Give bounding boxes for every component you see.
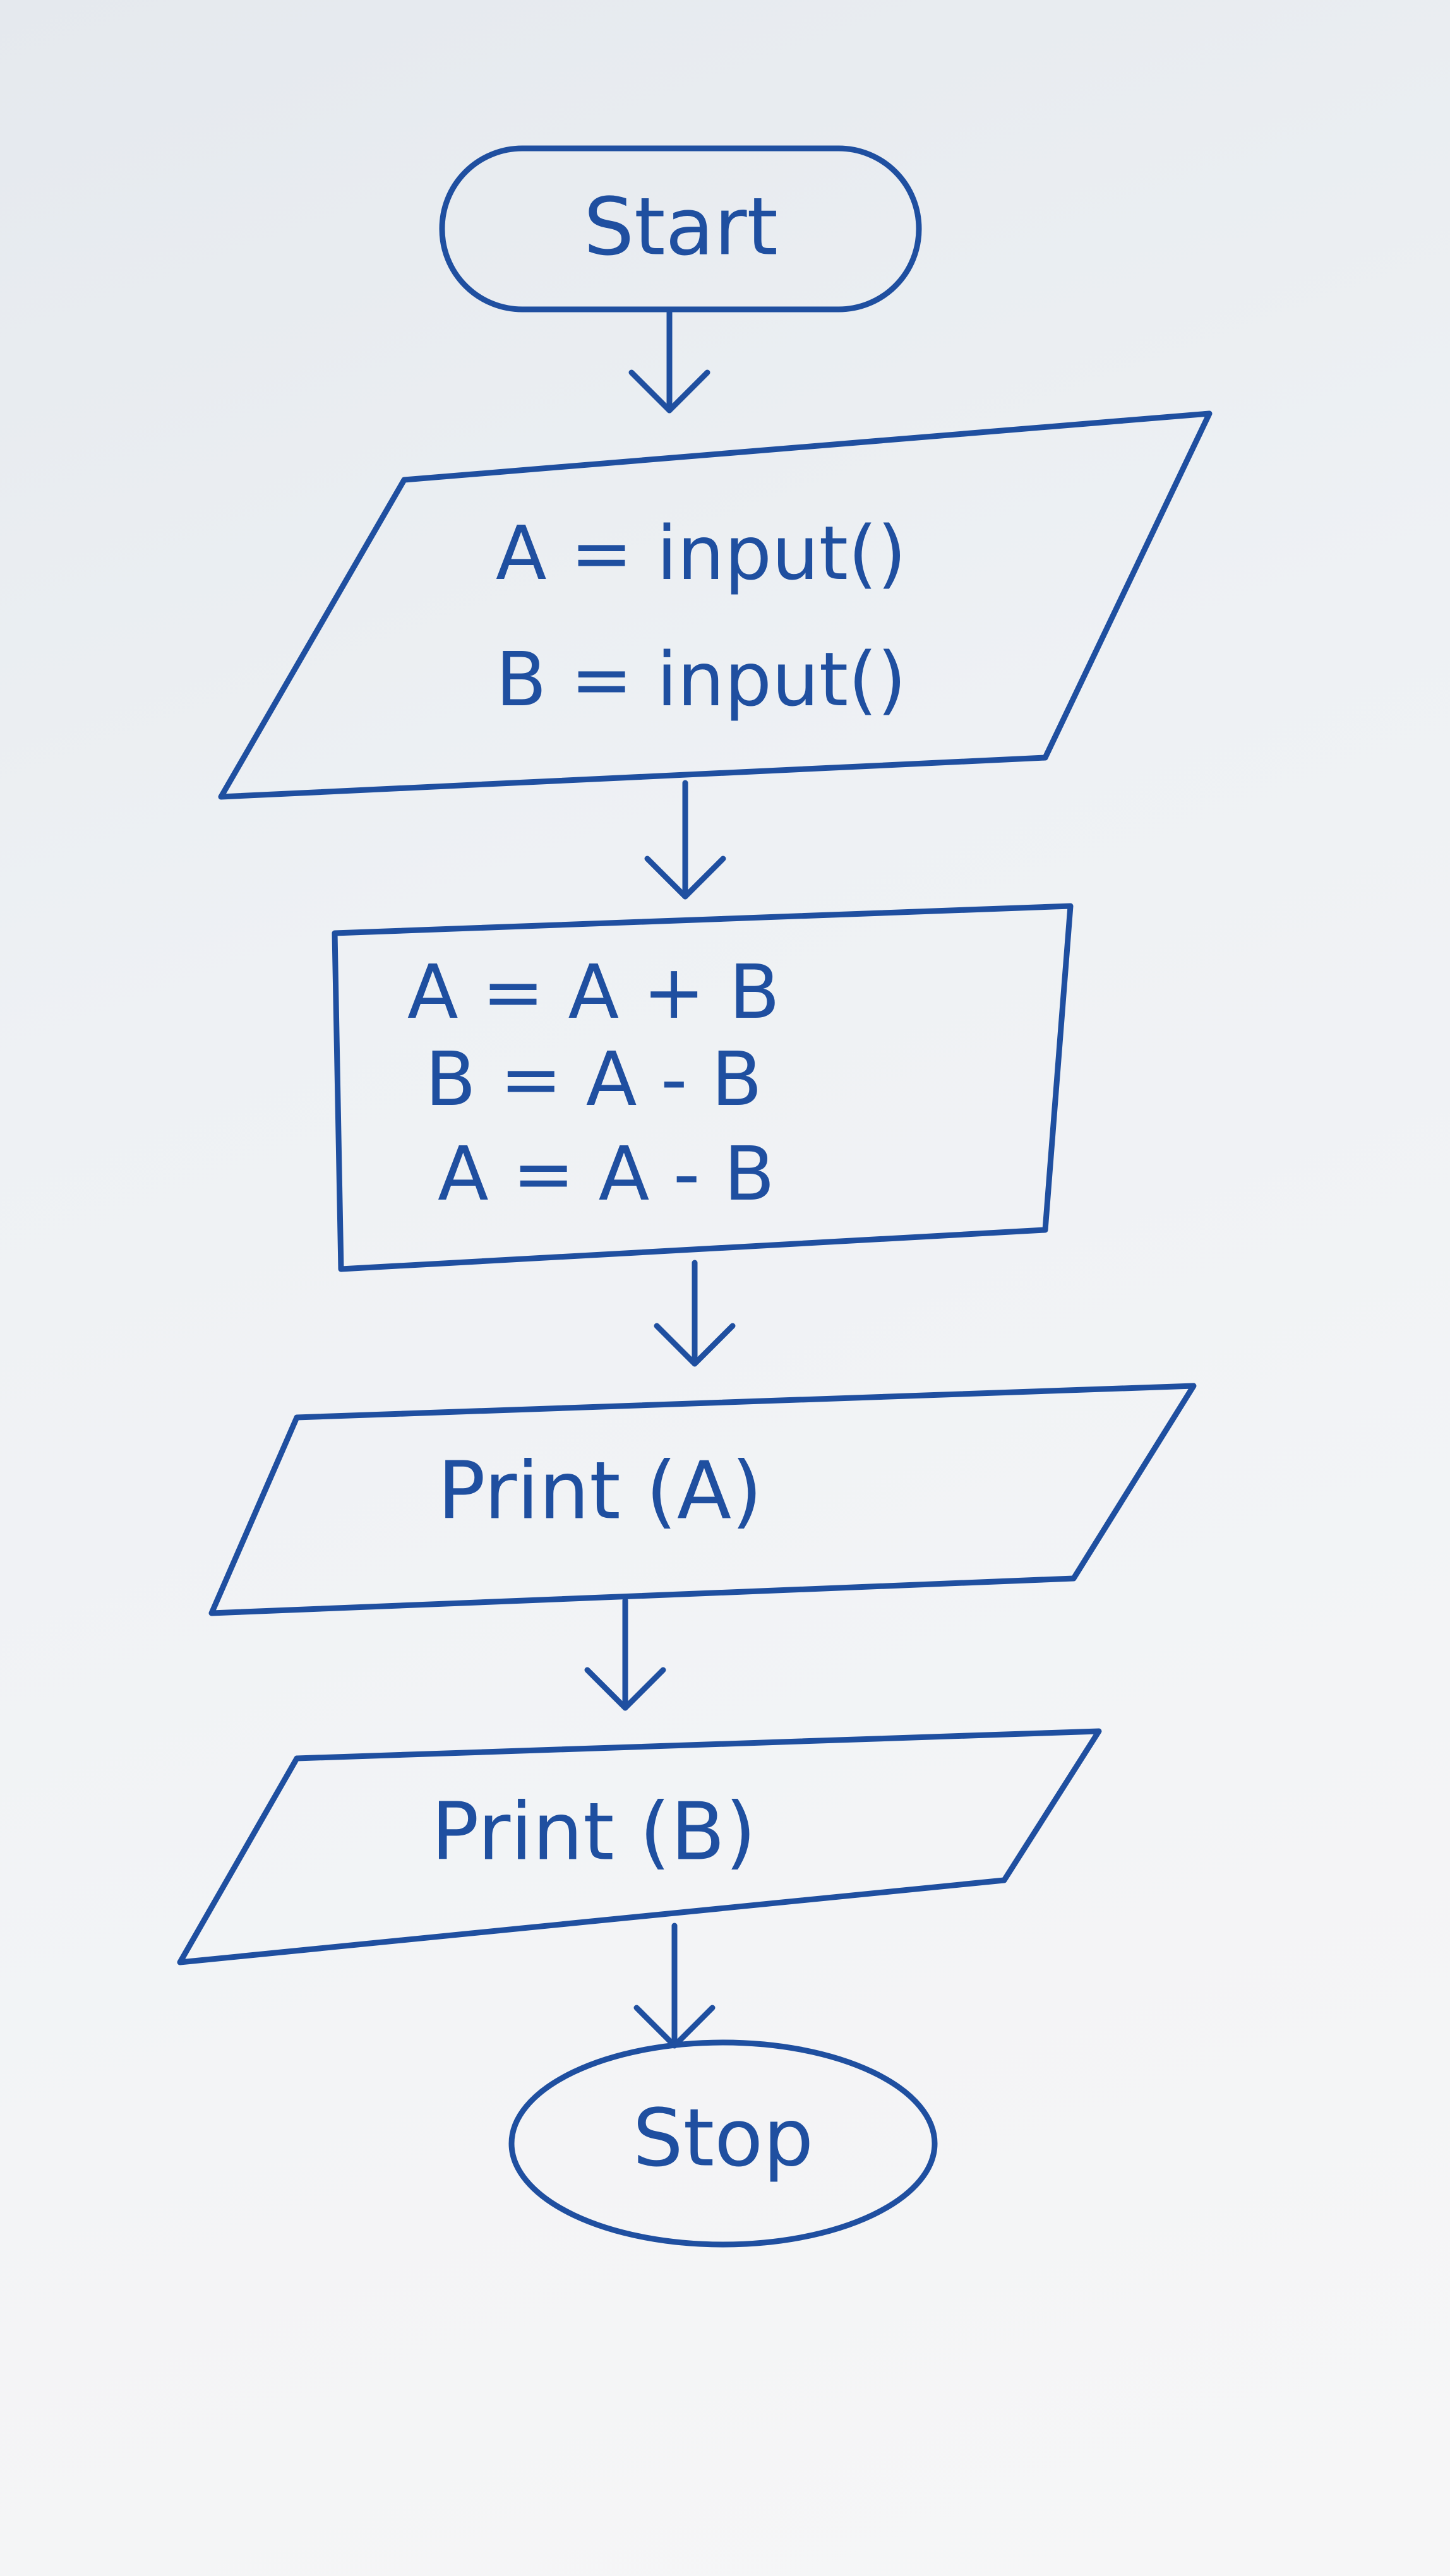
input-shape (218, 410, 1213, 800)
stop-node: Stop (508, 2039, 938, 2248)
process-line-3: A = A - B (438, 1130, 775, 1217)
start-shape (439, 145, 922, 313)
print-a-shape (208, 1383, 1197, 1616)
arrow-process-to-print-a (654, 1260, 736, 1367)
input-node: A = input() B = input() (218, 410, 1213, 800)
process-line-2: B = A - B (425, 1035, 762, 1123)
print-b-node: Print (B) (177, 1728, 1102, 1965)
process-node: A = A + B B = A - B A = A - B (332, 903, 1074, 1272)
print-b-label: Print (B) (431, 1786, 757, 1878)
print-b-shape (177, 1728, 1102, 1965)
arrow-print-b-to-stop (633, 1923, 716, 2049)
input-line-1: A = input() (496, 510, 906, 597)
input-line-2: B = input() (496, 636, 906, 723)
process-line-1: A = A + B (407, 948, 780, 1035)
stop-label: Stop (633, 2092, 813, 2185)
print-a-node: Print (A) (208, 1383, 1197, 1616)
arrow-input-to-process (644, 780, 726, 900)
start-node: Start (439, 145, 922, 313)
start-label: Start (584, 181, 778, 273)
arrow-start-to-input (628, 309, 710, 414)
arrow-print-a-to-print-b (584, 1597, 666, 1711)
print-a-label: Print (A) (438, 1445, 762, 1537)
stop-shape (508, 2039, 938, 2248)
process-shape (332, 903, 1074, 1272)
